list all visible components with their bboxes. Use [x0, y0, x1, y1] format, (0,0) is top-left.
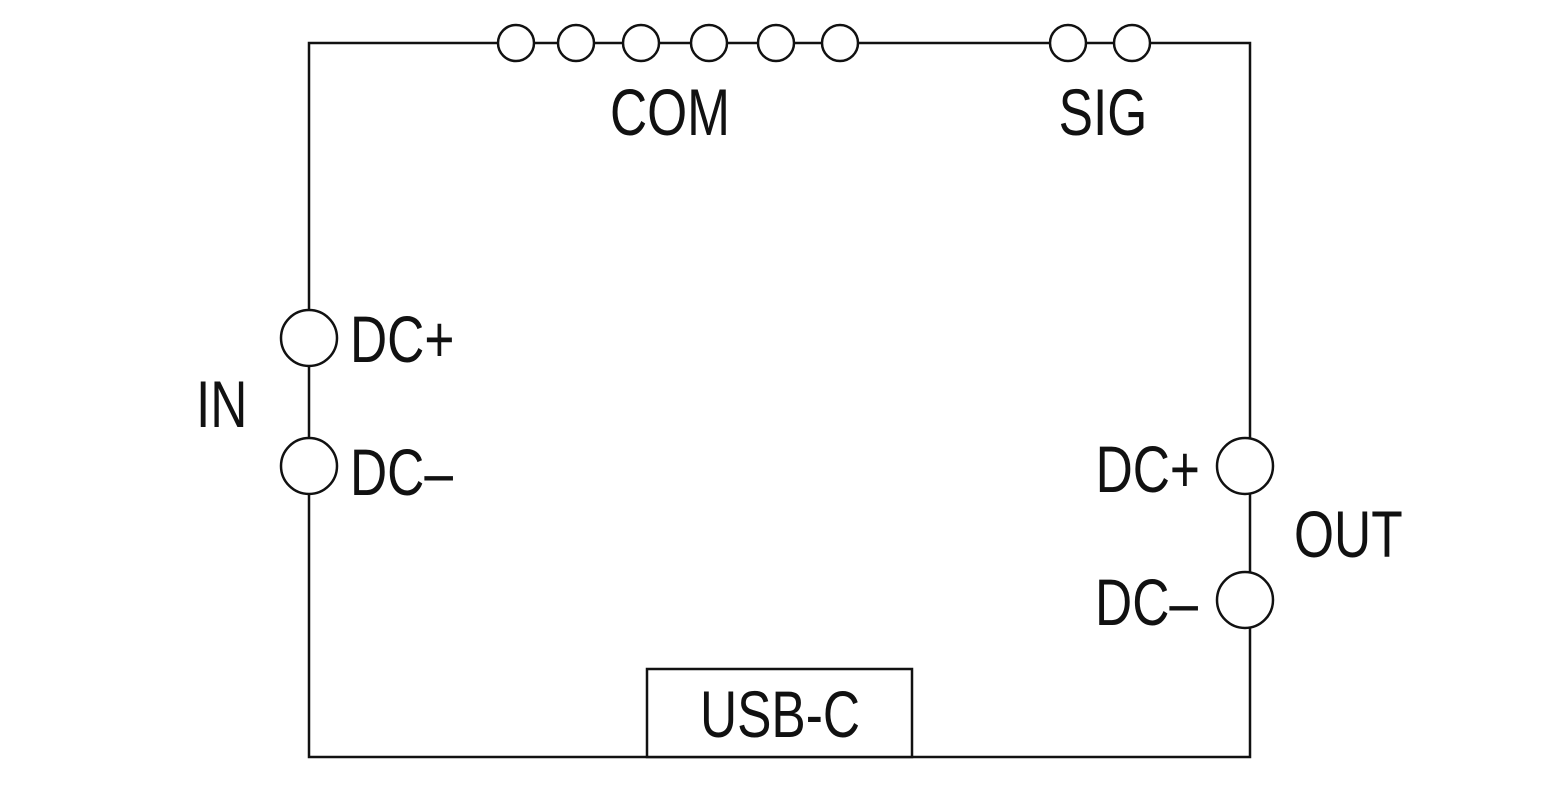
com-terminal	[496, 23, 536, 63]
sig-label: SIG	[1059, 75, 1148, 150]
out-dc-minus-label: DC–	[1095, 565, 1198, 640]
sig-terminals	[1048, 23, 1152, 63]
out-dc-plus-terminal	[1215, 436, 1275, 496]
out-dc-minus-terminal	[1215, 570, 1275, 630]
board-outline	[307, 41, 1252, 759]
in-label: IN	[196, 367, 247, 442]
usb-c-port	[645, 667, 914, 759]
sig-terminal	[1048, 23, 1088, 63]
com-terminal	[556, 23, 596, 63]
usb-c-label: USB-C	[700, 677, 860, 752]
com-terminal	[820, 23, 860, 63]
com-label: COM	[610, 75, 730, 150]
com-terminal	[621, 23, 661, 63]
in-dc-minus-terminal	[279, 436, 339, 496]
com-terminal	[756, 23, 796, 63]
out-dc-plus-label: DC+	[1096, 432, 1200, 507]
in-dc-plus-label: DC+	[350, 302, 454, 377]
sig-terminal	[1112, 23, 1152, 63]
in-dc-plus-terminal	[279, 308, 339, 368]
in-dc-minus-label: DC–	[350, 435, 453, 510]
com-terminal	[689, 23, 729, 63]
out-label: OUT	[1294, 497, 1403, 572]
com-terminals	[496, 23, 860, 63]
